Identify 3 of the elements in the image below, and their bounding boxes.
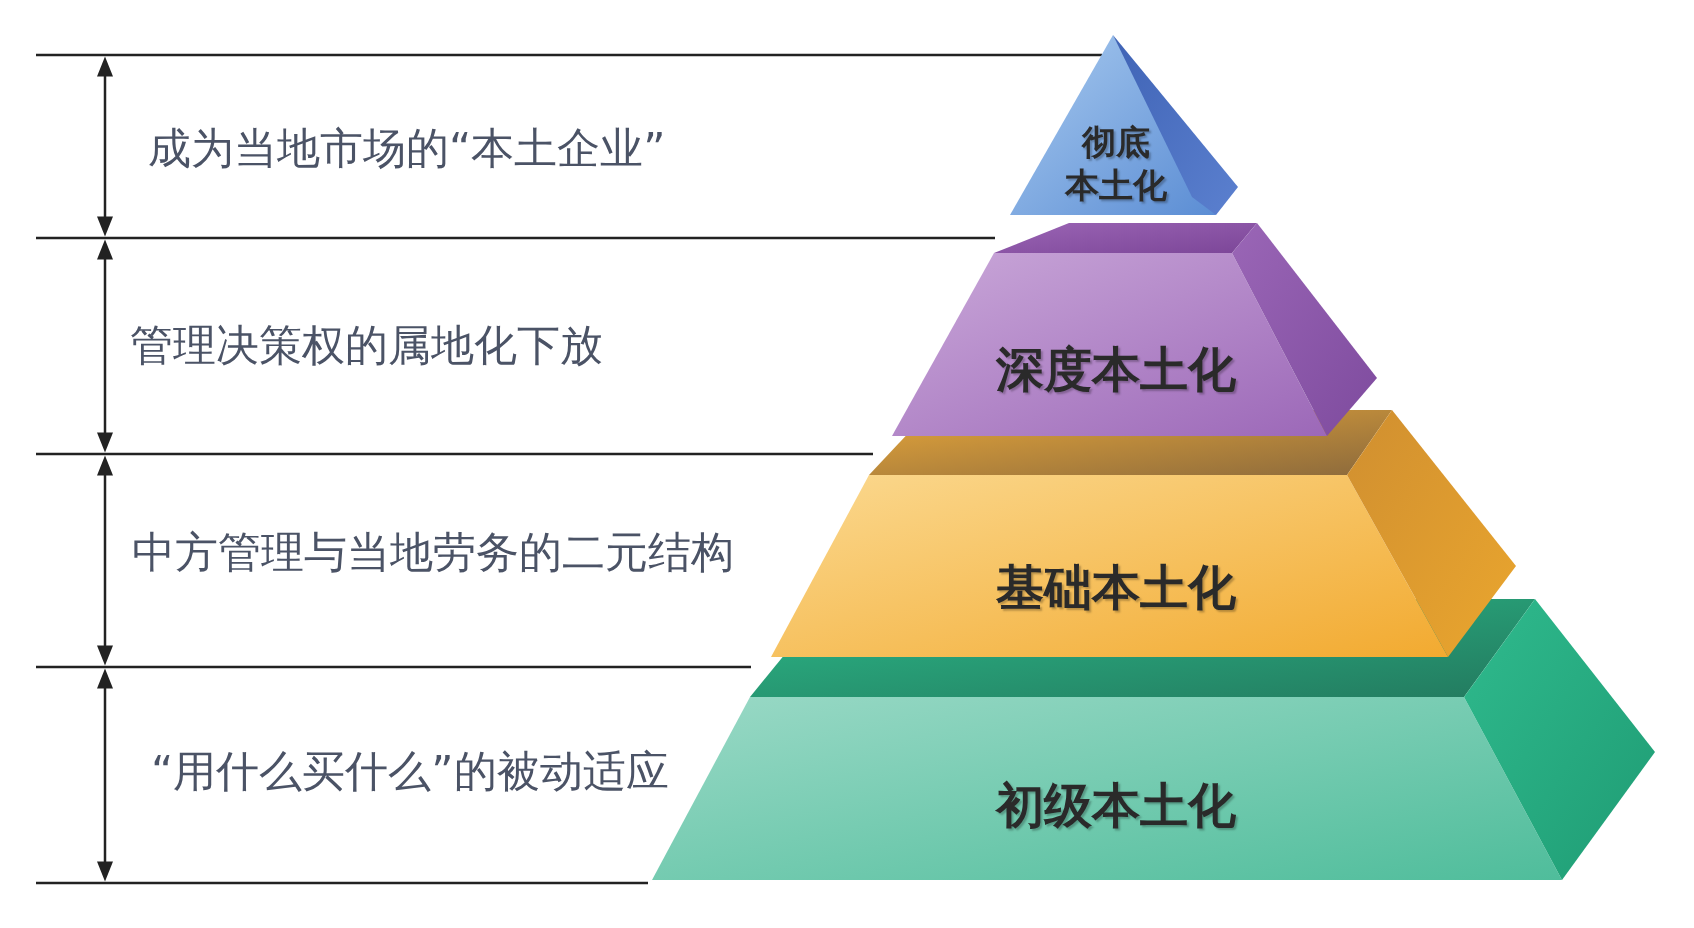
description-text: 管理决策权的属地化下放	[130, 321, 603, 371]
description-text: 中方管理与当地劳务的二元结构	[132, 528, 734, 578]
description-text: 成为当地市场的“本土企业”	[148, 124, 666, 174]
